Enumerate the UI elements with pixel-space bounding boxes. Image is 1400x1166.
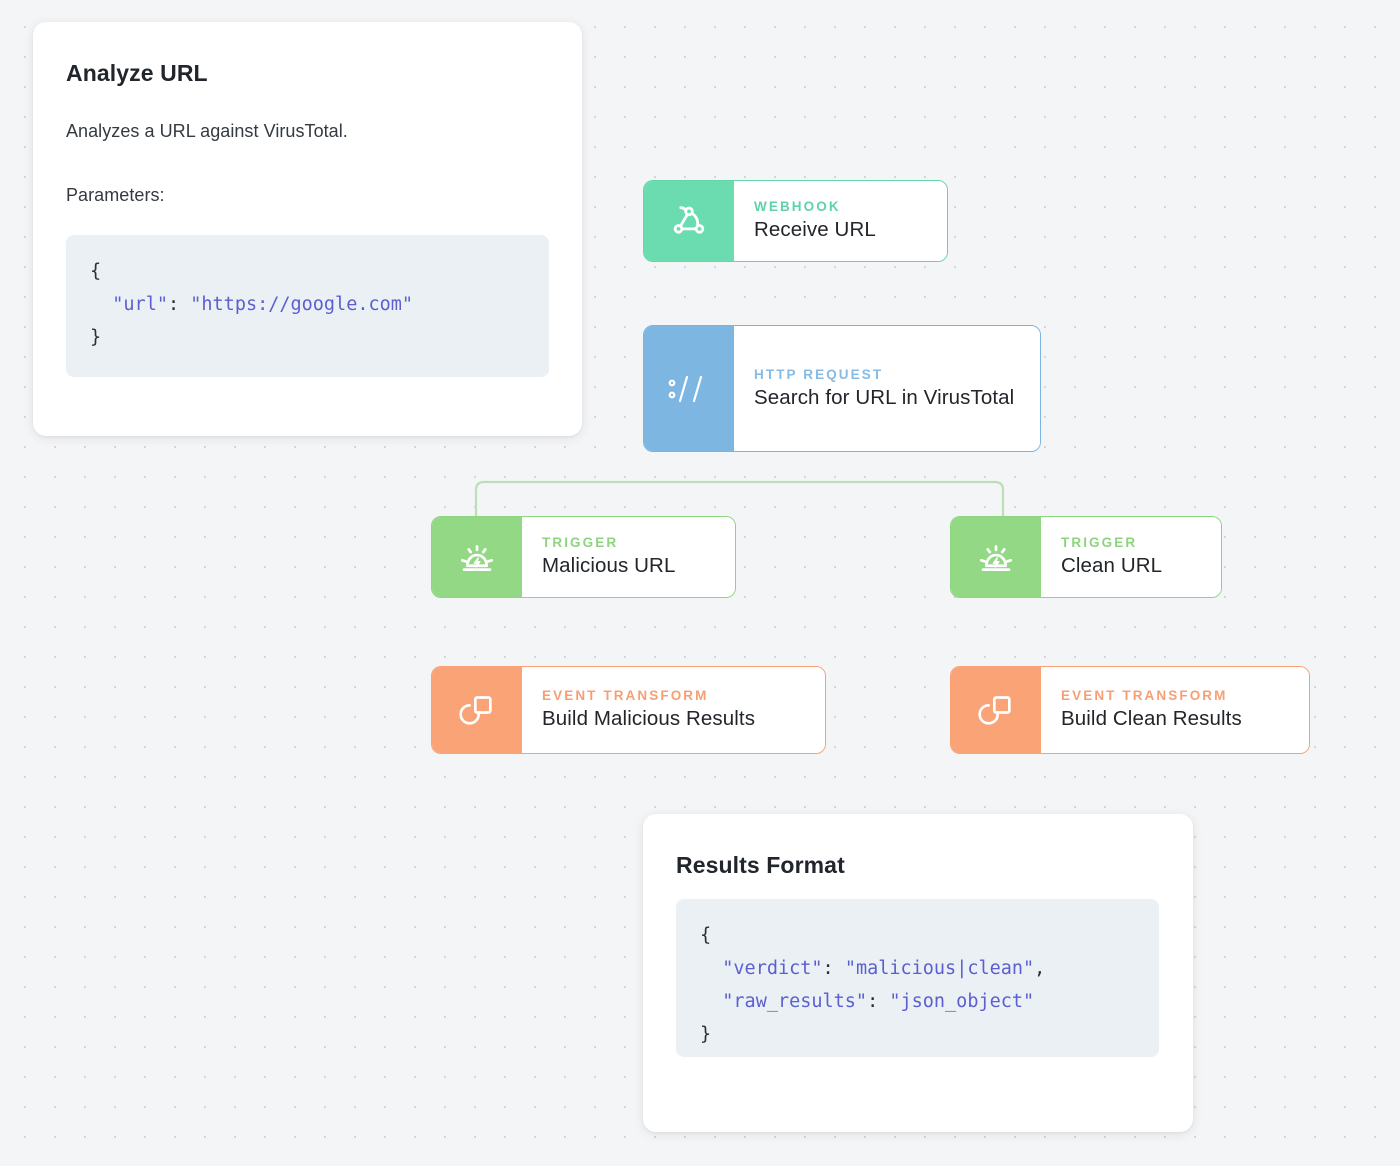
alarm-siren-icon: [951, 517, 1041, 597]
code-key-url: "url": [112, 294, 168, 315]
trigger-malicious-kind: TRIGGER: [542, 535, 619, 550]
code-value-url: "https://google.com": [190, 294, 414, 315]
flow-node-transform-malicious[interactable]: EVENT TRANSFORM Build Malicious Results: [431, 666, 826, 754]
http-node-kind: HTTP REQUEST: [754, 366, 884, 382]
results-brace-close: }: [700, 1024, 712, 1045]
trigger-clean-body: TRIGGER Clean URL: [1041, 517, 1221, 597]
analyze-card-parameters-label: Parameters:: [66, 185, 165, 205]
http-node-label: Search for URL in VirusTotal: [754, 385, 1015, 409]
edge-split-trigger-malicious: [474, 480, 688, 516]
flow-node-trigger-malicious[interactable]: TRIGGER Malicious URL: [431, 516, 736, 598]
transform-icon: [432, 667, 522, 753]
transform-malicious-kind: EVENT TRANSFORM: [542, 688, 709, 703]
webhook-node-body: WEBHOOK Receive URL: [734, 181, 947, 261]
alarm-siren-icon: [432, 517, 522, 597]
trigger-clean-label: Clean URL: [1061, 554, 1163, 577]
results-value-raw: "json_object": [889, 991, 1035, 1012]
code-brace-close: }: [90, 327, 102, 348]
flow-node-http-request[interactable]: HTTP REQUEST Search for URL in VirusTota…: [643, 325, 1041, 452]
analyze-card-description: Analyzes a URL against VirusTotal.: [66, 121, 348, 141]
results-colon-1: :: [822, 958, 845, 979]
results-comma: ,: [1034, 958, 1046, 979]
transform-clean-label: Build Clean Results: [1061, 707, 1242, 730]
analyze-card-title: Analyze URL: [66, 60, 208, 86]
results-key-raw: "raw_results": [722, 991, 868, 1012]
transform-icon: [951, 667, 1041, 753]
flow-node-webhook[interactable]: WEBHOOK Receive URL: [643, 180, 948, 262]
code-brace-open: {: [90, 261, 102, 282]
analyze-parameters-code: { "url": "https://google.com" }: [66, 235, 549, 377]
webhook-node-kind: WEBHOOK: [754, 199, 841, 214]
results-format-card: Results Format { "verdict": "malicious|c…: [643, 814, 1193, 1132]
code-colon: :: [167, 294, 191, 315]
flow-node-transform-clean[interactable]: EVENT TRANSFORM Build Clean Results: [950, 666, 1310, 754]
results-brace-open: {: [700, 925, 712, 946]
webhook-node-label: Receive URL: [754, 218, 876, 241]
results-colon-2: :: [867, 991, 890, 1012]
edge-split-trigger-clean: [688, 480, 1005, 516]
webhook-icon: [644, 181, 734, 261]
trigger-malicious-body: TRIGGER Malicious URL: [522, 517, 735, 597]
flow-node-trigger-clean[interactable]: TRIGGER Clean URL: [950, 516, 1222, 598]
transform-clean-kind: EVENT TRANSFORM: [1061, 688, 1228, 703]
trigger-malicious-label: Malicious URL: [542, 554, 676, 577]
http-node-body: HTTP REQUEST Search for URL in VirusTota…: [734, 326, 1040, 451]
url-scheme-icon: [644, 326, 734, 451]
results-key-verdict: "verdict": [722, 958, 823, 979]
transform-malicious-body: EVENT TRANSFORM Build Malicious Results: [522, 667, 825, 753]
transform-malicious-label: Build Malicious Results: [542, 707, 756, 730]
results-format-code: { "verdict": "malicious|clean", "raw_res…: [676, 899, 1159, 1057]
transform-clean-body: EVENT TRANSFORM Build Clean Results: [1041, 667, 1309, 753]
trigger-clean-kind: TRIGGER: [1061, 535, 1138, 550]
results-card-title: Results Format: [676, 852, 845, 878]
results-value-verdict: "malicious|clean": [844, 958, 1035, 979]
analyze-url-card: Analyze URL Analyzes a URL against Virus…: [33, 22, 582, 436]
